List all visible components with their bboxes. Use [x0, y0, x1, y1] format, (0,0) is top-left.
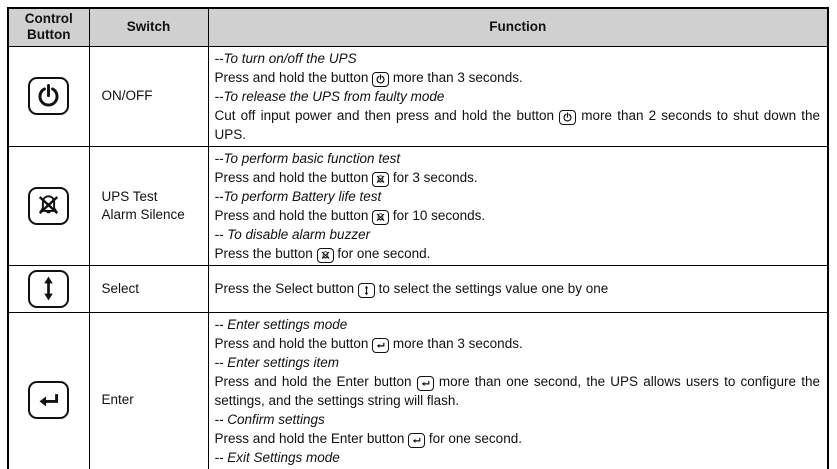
header-control-button: Control Button [7, 7, 90, 47]
control-button-function-table: Control Button Switch Function ON/OFF --T… [7, 7, 829, 469]
function-instruction: Press the Select button to select the se… [214, 281, 609, 298]
function-cell-select: Press the Select button to select the se… [207, 264, 829, 313]
header-switch: Switch [88, 7, 209, 47]
select-inline-icon [357, 283, 375, 298]
power-icon [28, 77, 70, 115]
function-subheading: -- Confirm settings [214, 411, 325, 427]
function-subheading: -- Enter settings mode [214, 316, 348, 332]
up-down-arrow-icon [28, 269, 70, 308]
alarm-silence-inline-icon [372, 171, 390, 187]
header-function: Function [207, 7, 829, 47]
control-button-cell-select [7, 264, 90, 313]
table-row-select: Select Press the Select button to select … [7, 264, 829, 313]
alarm-silence-inline-icon [372, 209, 390, 225]
function-subheading: --To turn on/off the UPS [214, 50, 357, 66]
control-button-cell-ups-test-alarm-silence [7, 145, 90, 266]
table-header-row: Control Button Switch Function [7, 7, 829, 47]
function-instruction: Cut off input power and then press and h… [214, 107, 821, 142]
switch-cell-ups-test-alarm-silence: UPS Test Alarm Silence [88, 145, 209, 266]
function-subheading: -- Enter settings item [214, 354, 340, 370]
control-button-cell-enter [7, 311, 90, 469]
function-subheading: -- To disable alarm buzzer [214, 226, 371, 242]
table-row-ups-test-alarm-silence: UPS Test Alarm Silence --To perform basic… [7, 145, 829, 266]
enter-inline-icon [416, 375, 434, 391]
function-subheading: --To release the UPS from faulty mode [214, 88, 445, 104]
power-inline-icon [559, 109, 577, 125]
alarm-silence-icon [28, 186, 70, 225]
function-subheading: --To perform basic function test [214, 150, 401, 166]
function-cell-on-off: --To turn on/off the UPS Press and hold t… [207, 45, 829, 147]
switch-label: Select [101, 280, 140, 296]
switch-label: UPS Test Alarm Silence [101, 188, 185, 222]
switch-cell-enter: Enter [88, 311, 209, 469]
function-instruction: Press and hold the Enter button more tha… [214, 373, 821, 408]
function-instruction: Press and hold the button more than 3 se… [214, 69, 523, 87]
function-instruction: Press and hold the button more than 3 se… [214, 335, 523, 353]
switch-cell-on-off: ON/OFF [88, 45, 209, 147]
function-instruction: Press and hold the button for 10 seconds… [214, 207, 486, 225]
enter-arrow-icon [28, 381, 70, 419]
function-instruction: Press and hold the Enter button for one … [214, 430, 522, 448]
table-row-on-off: ON/OFF --To turn on/off the UPS Press and … [7, 45, 829, 147]
switch-label: ON/OFF [101, 88, 153, 103]
switch-label: Enter [101, 392, 134, 407]
power-inline-icon [372, 71, 390, 87]
function-instruction: Press the button for one second. [214, 245, 431, 263]
alarm-silence-inline-icon [316, 247, 334, 263]
control-button-cell-on-off [7, 45, 90, 147]
function-subheading: -- Exit Settings mode [214, 449, 340, 465]
enter-inline-icon [408, 432, 426, 448]
enter-inline-icon [372, 337, 390, 353]
function-subheading: --To perform Battery life test [214, 188, 382, 204]
switch-cell-select: Select [88, 264, 209, 313]
function-instruction: Press and hold the button for 3 seconds. [214, 169, 478, 187]
